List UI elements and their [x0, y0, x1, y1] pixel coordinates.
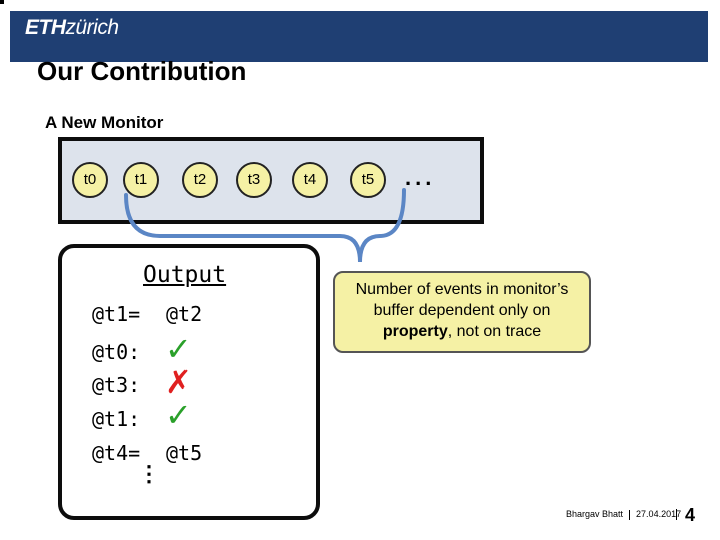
more-events-ellipsis: ... [405, 165, 436, 190]
event-t2: t2 [182, 162, 218, 198]
footer-date: 27.04.2017 [636, 509, 682, 519]
output-continuation-dots: ⋮ [138, 461, 160, 486]
output-line-1-label: @t1= [92, 302, 141, 326]
output-line-5-label: @t4= [92, 441, 141, 465]
explanation-callout: Number of events in monitor’s buffer dep… [333, 271, 591, 353]
event-t4: t4 [292, 162, 328, 198]
callout-bold-text: property [382, 323, 448, 340]
footer-author: Bhargav Bhatt [566, 509, 624, 519]
logo-eth: ETH [25, 16, 66, 39]
slide-title: Our Contribution [37, 56, 247, 86]
footer-divider [629, 509, 631, 520]
cross-icon: ✗ [165, 363, 192, 401]
logo-zurich: zürich [65, 16, 120, 39]
output-panel [58, 244, 320, 520]
output-line-4-label: @t1: [92, 407, 141, 431]
output-line-1-value: @t2 [166, 302, 203, 326]
output-line-5-value: @t5 [166, 441, 203, 465]
brace-line [124, 188, 406, 263]
output-line-2-label: @t0: [92, 340, 141, 364]
check-icon: ✓ [165, 330, 192, 368]
event-t1: t1 [123, 162, 159, 198]
output-title: Output [143, 262, 227, 288]
eth-logo: ETHzürich [25, 16, 119, 40]
corner-marker [0, 0, 4, 4]
page-divider [676, 509, 677, 520]
output-line-3-label: @t3: [92, 373, 141, 397]
page-number: 4 [685, 505, 696, 525]
slide-subtitle: A New Monitor [45, 113, 164, 132]
callout-text: Number of events in monitor’s buffer dep… [355, 281, 569, 319]
event-t3: t3 [236, 162, 272, 198]
header-bar [10, 11, 708, 62]
callout-text-end: , not on trace [447, 323, 542, 340]
event-t0: t0 [72, 162, 108, 198]
check-icon: ✓ [165, 396, 192, 434]
footer: Bhargav Bhatt 27.04.2017 [566, 509, 681, 520]
event-t5: t5 [350, 162, 386, 198]
